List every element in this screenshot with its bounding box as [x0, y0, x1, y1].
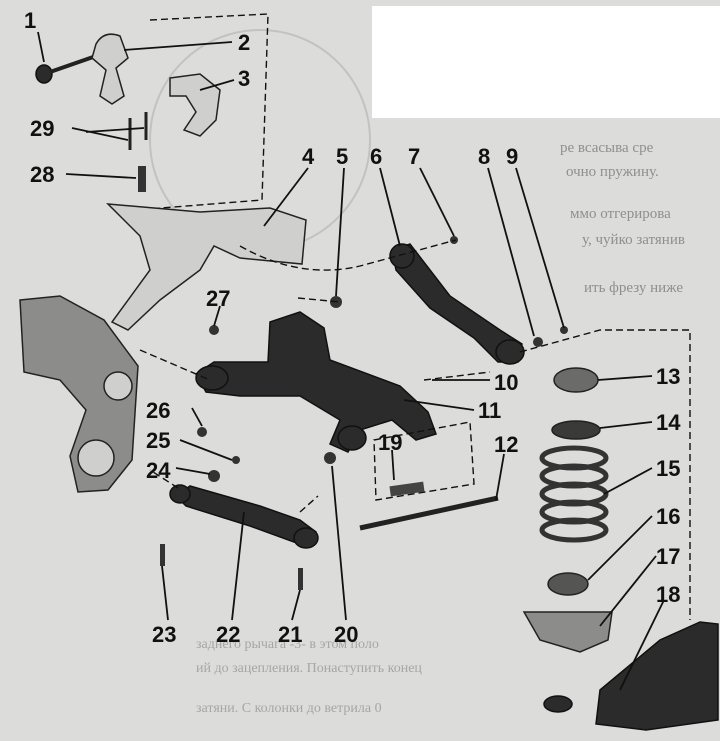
callout-26: 26	[146, 398, 170, 423]
spring-pad-part-16	[547, 572, 589, 596]
bg-text-line-1: ре всасыва сре	[560, 140, 654, 156]
callout-4: 4	[302, 144, 315, 169]
bracket-part-2	[91, 33, 129, 105]
callout-18: 18	[656, 582, 680, 607]
wheel-carrier-part	[19, 295, 139, 493]
subframe-part-4	[106, 203, 307, 331]
kit-box-part-19	[373, 421, 475, 501]
carrier-bushing-upper	[103, 371, 133, 401]
lower-seat-part-17	[522, 611, 613, 653]
link-part-3	[169, 73, 221, 137]
callout-14: 14	[656, 410, 681, 435]
callout-13: 13	[656, 364, 680, 389]
callout-16: 16	[656, 504, 680, 529]
callout-8: 8	[478, 144, 490, 169]
spring-seat-part-14	[551, 420, 601, 440]
inset-box-outline	[135, 13, 269, 211]
bg-text-line-4: у, чуйко затянив	[582, 232, 685, 248]
bg-text-line-6: заднего рычага -3- в этом поло	[196, 637, 379, 652]
callout-22: 22	[216, 622, 240, 647]
blank-panel	[372, 6, 720, 118]
kit-part-19	[389, 481, 425, 497]
callout-19: 19	[378, 430, 402, 455]
callout-2: 2	[238, 30, 250, 55]
background-page-text: ре всасыва сре очно пружину. ммо отгерир…	[196, 140, 685, 716]
callout-labels: 1 2 3 29 28 4 5 6 7 8 9 10 11 12 13 14 1…	[24, 8, 681, 647]
assembly-dashed-lines	[139, 239, 691, 620]
callout-6: 6	[370, 144, 382, 169]
rod-part-12	[359, 495, 499, 531]
bg-text-line-5: ить фрезу ниже	[584, 280, 683, 296]
bg-text-line-7: ий до зацепления. Понаступить конец	[196, 661, 422, 676]
leader-lines	[37, 31, 665, 691]
callout-27: 27	[206, 286, 230, 311]
callout-12: 12	[494, 432, 518, 457]
callout-17: 17	[656, 544, 680, 569]
bolt-part-28	[138, 166, 146, 192]
bg-text-line-3: ммо отгерирова	[570, 206, 671, 222]
callout-24: 24	[146, 458, 171, 483]
callout-7: 7	[408, 144, 420, 169]
callout-29: 29	[30, 116, 54, 141]
bolt-part-1	[35, 54, 97, 84]
carrier-bushing	[77, 439, 115, 477]
callout-28: 28	[30, 162, 54, 187]
fasteners-small	[160, 236, 568, 590]
bolts-part-29	[128, 112, 148, 150]
callout-9: 9	[506, 144, 518, 169]
callout-1: 1	[24, 8, 36, 33]
callout-3: 3	[238, 66, 250, 91]
callout-10: 10	[494, 370, 518, 395]
bg-text-line-8: затяни. С колонки до ветрила 0	[196, 701, 382, 716]
callout-25: 25	[146, 428, 170, 453]
coil-spring-part-15	[539, 445, 609, 543]
callout-23: 23	[152, 622, 176, 647]
bg-text-line-2: очно пружину.	[566, 164, 659, 180]
callout-15: 15	[656, 456, 680, 481]
callout-20: 20	[334, 622, 358, 647]
callout-5: 5	[336, 144, 348, 169]
shield-part-18	[595, 621, 719, 731]
callout-21: 21	[278, 622, 302, 647]
callout-11: 11	[478, 398, 501, 423]
spring-pad-part-13	[553, 367, 599, 393]
